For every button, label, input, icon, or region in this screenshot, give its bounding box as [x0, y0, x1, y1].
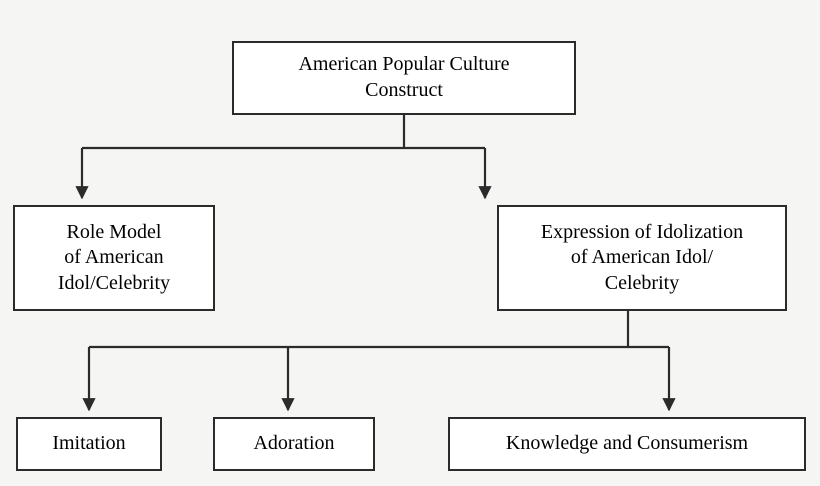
- node-adoration: Adoration: [213, 417, 375, 471]
- node-imitation: Imitation: [16, 417, 162, 471]
- node-role-model: Role Model of American Idol/Celebrity: [13, 205, 215, 311]
- edge-root-to-level2: [75, 115, 492, 200]
- node-expression-of-idolization: Expression of Idolization of American Id…: [497, 205, 787, 311]
- node-american-popular-culture-construct: American Popular Culture Construct: [232, 41, 576, 115]
- node-knowledge-and-consumerism: Knowledge and Consumerism: [448, 417, 806, 471]
- edge-expression-to-level3: [82, 311, 676, 412]
